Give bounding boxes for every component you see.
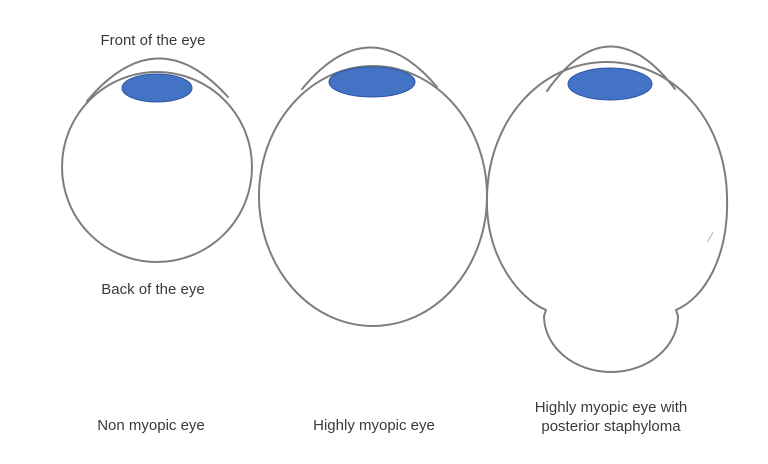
non-myopic-eye xyxy=(61,57,253,263)
staphyloma-eye xyxy=(485,45,729,373)
non-myopic-lens-ellipse xyxy=(121,73,193,103)
highly-myopic-lens-ellipse xyxy=(328,66,416,98)
highly-myopic-cornea-outline xyxy=(301,46,438,90)
caption-staphyloma-line1: Highly myopic eye with xyxy=(534,399,688,416)
highly-myopic-sclera-outline xyxy=(258,65,488,327)
back-of-eye-label: Back of the eye xyxy=(101,281,205,298)
stray-mark xyxy=(706,231,714,243)
caption-non-myopic: Non myopic eye xyxy=(97,417,205,434)
highly-myopic-eye xyxy=(258,46,488,327)
non-myopic-sclera-outline xyxy=(61,71,253,263)
staphyloma-cornea-outline xyxy=(546,45,676,92)
caption-staphyloma: Highly myopic eye with posterior staphyl… xyxy=(535,398,688,436)
non-myopic-cornea-outline xyxy=(86,57,229,102)
caption-highly-myopic: Highly myopic eye xyxy=(313,417,435,434)
front-of-eye-label: Front of the eye xyxy=(100,32,206,49)
staphyloma-lens-ellipse xyxy=(567,67,653,101)
staphyloma-sclera-outline xyxy=(485,61,729,373)
caption-staphyloma-line2: posterior staphyloma xyxy=(541,418,681,435)
